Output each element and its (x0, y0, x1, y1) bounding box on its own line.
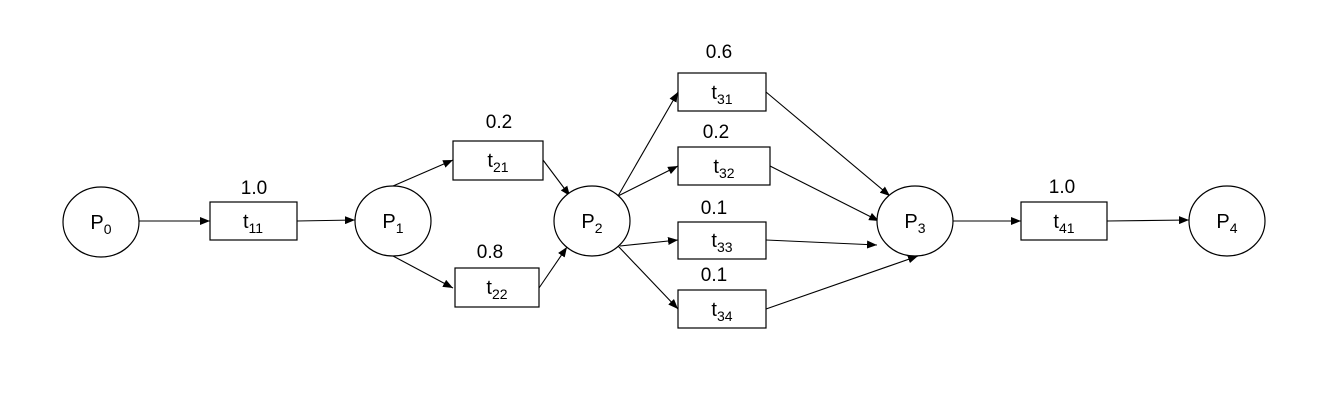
svg-text:P2: P2 (581, 211, 602, 236)
transition-t41: t41 1.0 (1020, 177, 1108, 241)
probability-t31: 0.6 (706, 42, 732, 63)
svg-text:P1: P1 (382, 211, 403, 236)
place-p1: P1 (354, 185, 432, 257)
svg-text:t33: t33 (711, 230, 732, 255)
arc-p1-to-t21 (392, 159, 454, 187)
probability-t41: 1.0 (1049, 177, 1075, 198)
svg-text:t11: t11 (243, 211, 263, 236)
probability-t33: 0.1 (701, 198, 727, 219)
svg-text:t41: t41 (1053, 211, 1074, 236)
arc-p2-to-t32 (617, 165, 679, 197)
place-p2: P2 (553, 185, 631, 257)
arc-t31-to-p3 (765, 91, 891, 197)
place-p0: P0 (62, 186, 140, 258)
arcs-layer (139, 91, 1190, 310)
probability-t34: 0.1 (701, 265, 727, 286)
svg-text:t34: t34 (711, 299, 732, 324)
svg-text:t31: t31 (711, 82, 732, 107)
transition-t33: t33 0.1 (677, 198, 767, 260)
svg-text:P0: P0 (90, 212, 111, 237)
probability-t32: 0.2 (703, 122, 729, 143)
svg-text:t32: t32 (713, 156, 734, 181)
arc-t33-to-p3 (765, 239, 878, 249)
arc-p2-to-t33 (619, 237, 679, 247)
svg-text:t22: t22 (486, 277, 507, 302)
place-p3: P3 (876, 185, 954, 257)
probability-t21: 0.2 (486, 112, 512, 133)
transition-t31: t31 0.6 (677, 42, 767, 112)
probability-t11: 1.0 (241, 178, 267, 199)
arc-t11-to-p1 (296, 216, 356, 225)
svg-text:P4: P4 (1216, 211, 1237, 236)
place-p4: P4 (1188, 185, 1266, 257)
arc-t41-to-p4 (1106, 216, 1190, 225)
arc-p2-to-t34 (617, 245, 679, 310)
arc-t34-to-p3 (765, 255, 919, 310)
arc-p2-to-t31 (617, 91, 679, 197)
transition-t21: t21 0.2 (452, 112, 544, 181)
transition-t11: t11 1.0 (209, 178, 298, 241)
arc-p1-to-t22 (392, 255, 454, 289)
transition-t34: t34 0.1 (677, 265, 767, 329)
arc-t21-to-p2 (542, 159, 571, 197)
svg-text:t21: t21 (487, 150, 508, 175)
transition-t32: t32 0.2 (677, 122, 771, 186)
arc-t22-to-p2 (538, 246, 568, 289)
svg-text:P3: P3 (904, 211, 925, 236)
arc-t32-to-p3 (769, 165, 880, 222)
transition-t22: t22 0.8 (454, 242, 540, 308)
probability-t22: 0.8 (477, 242, 503, 263)
